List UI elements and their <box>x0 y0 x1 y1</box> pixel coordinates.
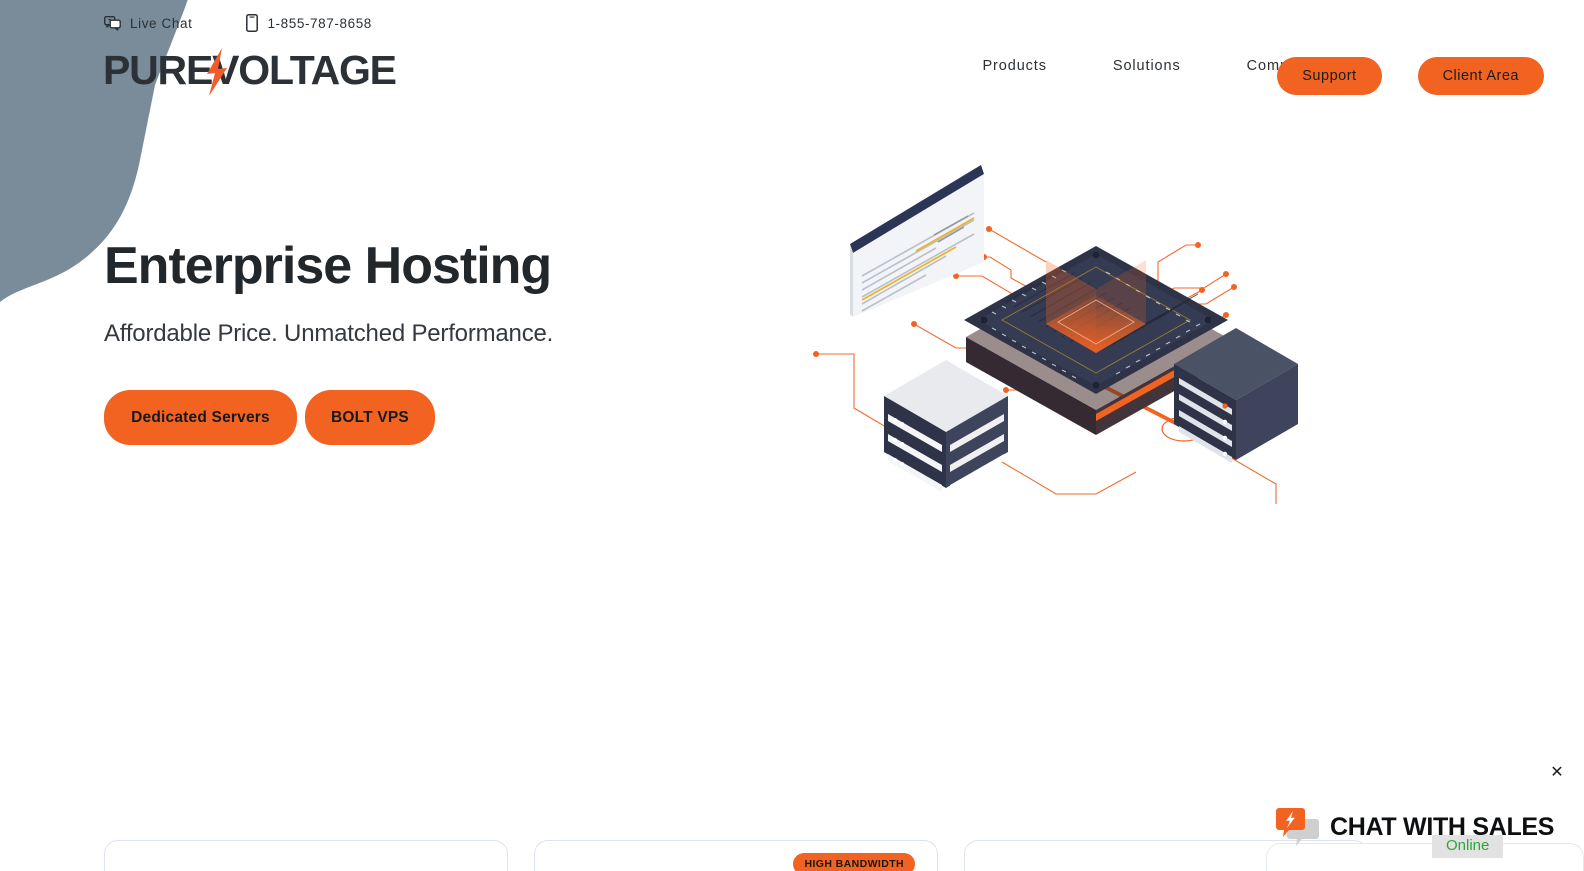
live-chat-link[interactable]: Live Chat <box>104 16 192 31</box>
hero-section: Enterprise Hosting Affordable Price. Unm… <box>104 237 554 446</box>
utility-bar: Live Chat 1-855-787-8658 <box>104 14 372 32</box>
status-badge: HIGH BANDWIDTH <box>793 853 915 871</box>
mobile-phone-icon <box>246 14 259 32</box>
phone-number-label: 1-855-787-8658 <box>267 15 372 31</box>
client-area-button[interactable]: Client Area <box>1417 57 1544 95</box>
live-chat-label: Live Chat <box>130 15 193 31</box>
chat-status-badge: Online <box>1432 835 1504 858</box>
chat-bubbles-icon <box>104 15 121 31</box>
logo[interactable]: PUREVOLTAGE <box>103 47 397 96</box>
nav-link-solutions[interactable]: Solutions <box>1112 58 1181 74</box>
lightning-bolt-icon <box>207 48 227 96</box>
hero-cta-row: Dedicated Servers BOLT VPS <box>104 390 553 446</box>
datacenter-chip-illustration <box>813 165 1298 504</box>
dedicated-servers-button[interactable]: Dedicated Servers <box>104 390 297 446</box>
phone-link[interactable]: 1-855-787-8658 <box>246 14 371 32</box>
nav-link-products[interactable]: Products <box>982 58 1047 74</box>
chat-bolt-icon <box>1276 808 1319 846</box>
feature-card[interactable] <box>104 840 508 871</box>
logo-text-pure: PURE <box>103 47 213 93</box>
chat-widget-panel[interactable] <box>1266 843 1584 871</box>
support-button[interactable]: Support <box>1277 57 1382 95</box>
page-title: Enterprise Hosting <box>104 237 552 295</box>
chat-with-sales-button[interactable]: CHAT WITH SALES <box>1276 806 1554 848</box>
logo-text-voltage: VOLTAGE <box>212 47 397 93</box>
feature-card[interactable]: HIGH BANDWIDTH <box>534 840 938 871</box>
nav-buttons: Support Client Area <box>1277 57 1544 95</box>
hero-subtitle: Affordable Price. Unmatched Performance. <box>104 320 554 348</box>
logo-wordmark: PUREVOLTAGE <box>103 47 397 96</box>
feature-cards: HIGH BANDWIDTH <box>104 840 1368 871</box>
close-icon[interactable]: ✕ <box>1550 764 1564 781</box>
bolt-vps-button[interactable]: BOLT VPS <box>305 390 435 446</box>
